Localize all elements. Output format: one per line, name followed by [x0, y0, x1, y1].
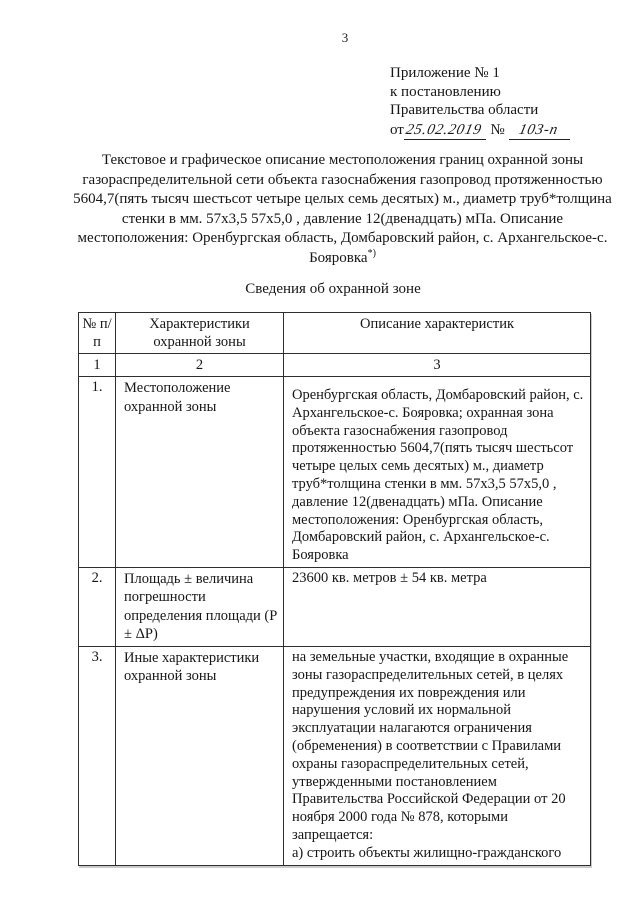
description-cell: Оренбургская область, Домбаровский район… — [283, 376, 591, 568]
section-subtitle: Сведения об охранной зоне — [245, 281, 421, 297]
row-number-cell: 1. — [78, 376, 116, 568]
description-cell: 23600 кв. метров ± 54 кв. метра — [283, 566, 591, 647]
handwritten-number-field: 103-п — [508, 121, 570, 140]
header-cell-num: № п/п — [78, 312, 116, 354]
document-title: Текстовое и графическое описание местопо… — [70, 151, 615, 268]
appendix-header: Приложение № 1 к постановлению Правитель… — [390, 64, 625, 140]
handwritten-number: 103-п — [517, 121, 560, 138]
appendix-line-1: Приложение № 1 — [390, 65, 500, 81]
row-number-cell: 2. — [78, 566, 116, 647]
table-header-row: № п/п Характеристики охранной зоны Описа… — [78, 312, 591, 354]
table-row: 2. Площадь ± величина погрешности опреде… — [78, 566, 591, 647]
number-sign-label: № — [490, 121, 505, 138]
handwritten-date: 25.02.2019 — [404, 121, 484, 138]
column-number-2: 2 — [115, 353, 284, 377]
appendix-date-line: от25.02.2019 № 103-п — [390, 121, 625, 140]
row-number-cell: 3. — [78, 645, 116, 866]
footnote-mark: *) — [367, 247, 376, 259]
page-number: 3 — [341, 30, 349, 45]
table-row: 1. Местоположение охранной зоны Оренбург… — [78, 376, 591, 568]
characteristic-cell: Местоположение охранной зоны — [115, 376, 284, 568]
header-cell-characteristic: Характеристики охранной зоны — [115, 312, 284, 354]
description-cell: на земельные участки, входящие в охранны… — [283, 645, 591, 866]
header-cell-description: Описание характеристик — [283, 312, 591, 354]
appendix-line-2: к постановлению — [390, 83, 501, 100]
appendix-line-3: Правительства области — [390, 102, 539, 118]
characteristic-cell: Иные характеристики охранной зоны — [115, 645, 284, 866]
column-numbers-row: 1 2 3 — [78, 353, 591, 377]
characteristic-cell: Площадь ± величина погрешности определен… — [115, 566, 284, 647]
date-prefix-label: от — [390, 121, 404, 138]
table-row: 3. Иные характеристики охранной зоны на … — [78, 645, 591, 866]
column-number-3: 3 — [283, 353, 591, 377]
document-title-text: Текстовое и графическое описание местопо… — [73, 152, 612, 266]
protection-zone-table: № п/п Характеристики охранной зоны Описа… — [78, 312, 591, 866]
column-number-1: 1 — [78, 353, 116, 377]
handwritten-date-field: 25.02.2019 — [403, 121, 487, 140]
